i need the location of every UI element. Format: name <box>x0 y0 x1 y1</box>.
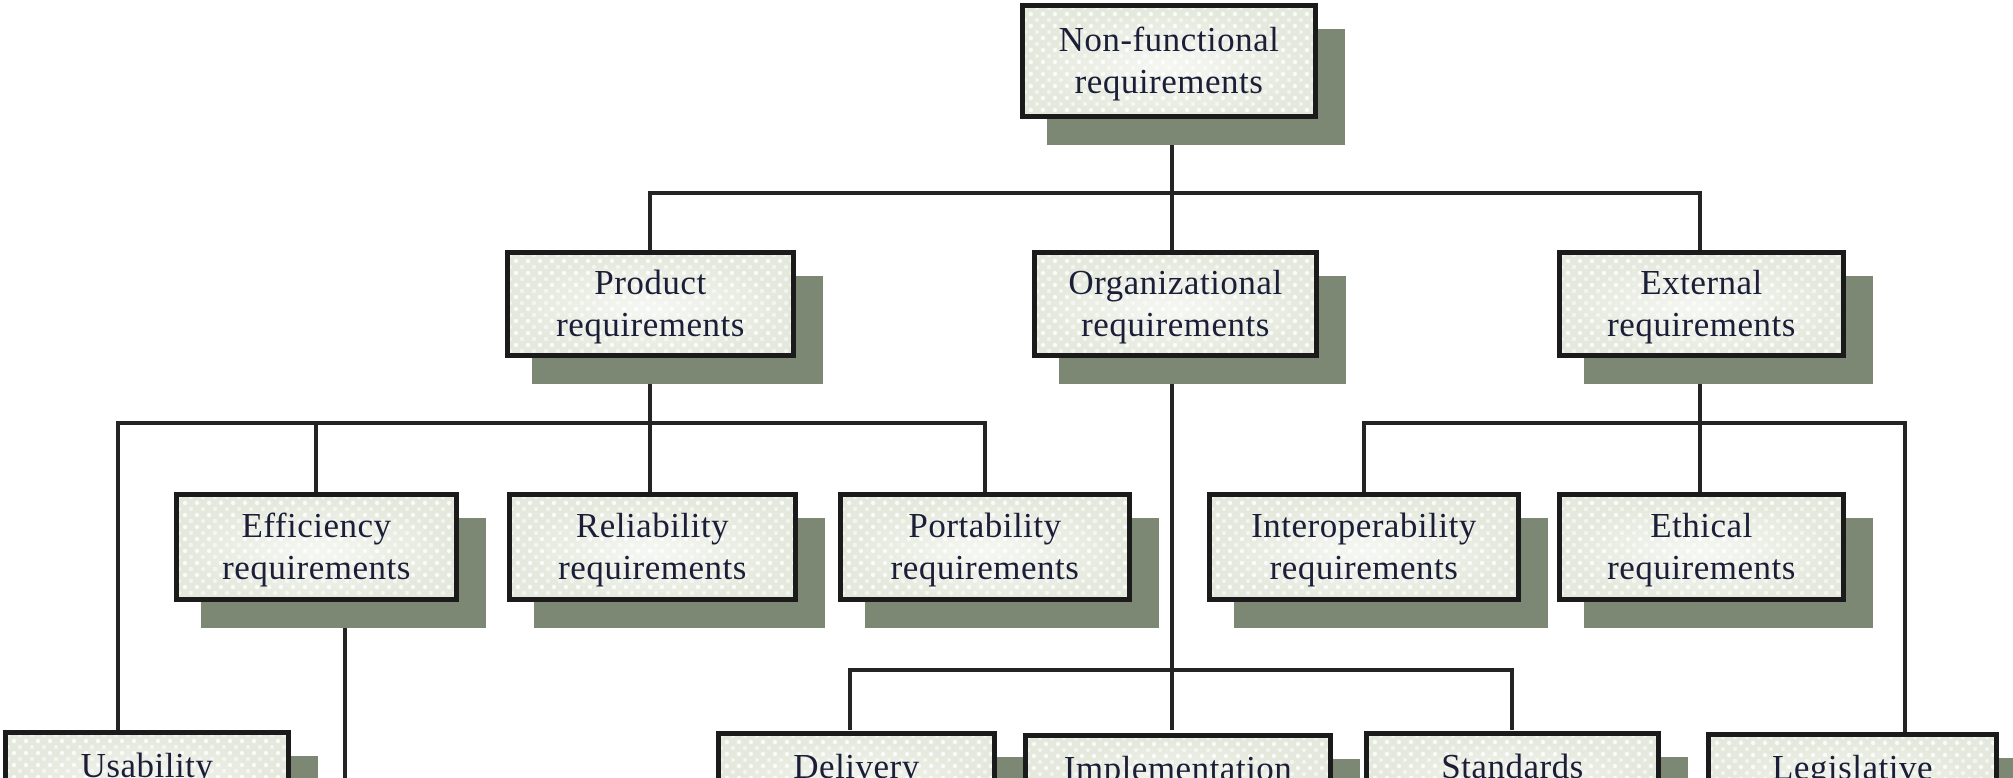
node-label: Delivery <box>793 747 920 778</box>
connector-external-children-horizontal <box>1362 421 1907 425</box>
node-face: Implementation <box>1023 733 1333 778</box>
node-reliability-requirements: Reliability requirements <box>507 492 825 628</box>
node-face: Portability requirements <box>838 492 1132 602</box>
node-usability: Usability <box>3 730 318 778</box>
node-label: Interoperability requirements <box>1251 506 1477 587</box>
node-ethical-requirements: Ethical requirements <box>1557 492 1873 628</box>
node-label: Legislative <box>1771 748 1933 778</box>
node-face: Usability <box>3 730 291 778</box>
node-label: Reliability requirements <box>558 506 747 587</box>
node-label: External requirements <box>1607 263 1796 344</box>
node-label: Organizational requirements <box>1068 263 1283 344</box>
node-label: Efficiency requirements <box>222 506 411 587</box>
connector-product-down <box>648 358 652 423</box>
node-organizational-requirements: Organizational requirements <box>1032 250 1346 384</box>
connector-to-reliability <box>648 421 652 492</box>
node-label: Usability <box>80 746 214 778</box>
node-interoperability-requirements: Interoperability requirements <box>1207 492 1548 628</box>
node-label: Standards <box>1441 747 1584 778</box>
node-face: External requirements <box>1557 250 1846 358</box>
connector-organizational-children-horizontal <box>848 668 1514 672</box>
node-label: Non-functional requirements <box>1058 20 1280 101</box>
node-face: Efficiency requirements <box>174 492 459 602</box>
connector-to-standards <box>1510 668 1514 730</box>
node-delivery: Delivery <box>716 731 1024 778</box>
connector-level1-to-external <box>1698 191 1702 250</box>
connector-level1-horizontal <box>648 191 1702 195</box>
node-label: Portability requirements <box>890 506 1080 587</box>
node-label: Product requirements <box>556 263 745 344</box>
connector-to-usability <box>116 421 120 732</box>
connector-to-portability <box>983 421 987 492</box>
node-face: Non-functional requirements <box>1020 3 1318 119</box>
node-face: Product requirements <box>505 250 796 358</box>
connector-to-legislative <box>1903 421 1907 732</box>
node-face: Interoperability requirements <box>1207 492 1521 602</box>
node-legislative: Legislative <box>1706 732 2013 778</box>
node-face: Organizational requirements <box>1032 250 1319 358</box>
node-portability-requirements: Portability requirements <box>838 492 1159 628</box>
connector-to-efficiency <box>314 421 318 492</box>
node-label: Ethical requirements <box>1607 506 1796 587</box>
node-external-requirements: External requirements <box>1557 250 1873 384</box>
node-implementation: Implementation <box>1023 733 1360 778</box>
connector-to-interoperability <box>1362 421 1366 492</box>
connector-efficiency-down <box>343 602 347 778</box>
connector-to-delivery <box>848 668 852 730</box>
node-product-requirements: Product requirements <box>505 250 823 384</box>
connector-level1-to-product <box>648 191 652 250</box>
connector-nonfunctional-to-organizational <box>1170 119 1174 250</box>
node-efficiency-requirements: Efficiency requirements <box>174 492 486 628</box>
node-standards: Standards <box>1364 731 1688 778</box>
node-face: Standards <box>1364 731 1661 778</box>
node-non-functional-requirements: Non-functional requirements <box>1020 3 1345 145</box>
node-face: Legislative <box>1706 732 1999 778</box>
connector-external-down <box>1698 358 1702 492</box>
node-label: Implementation <box>1063 749 1293 778</box>
connector-product-children-horizontal <box>116 421 987 425</box>
node-face: Reliability requirements <box>507 492 798 602</box>
node-face: Delivery <box>716 731 997 778</box>
node-face: Ethical requirements <box>1557 492 1846 602</box>
connector-organizational-down <box>1170 358 1174 730</box>
